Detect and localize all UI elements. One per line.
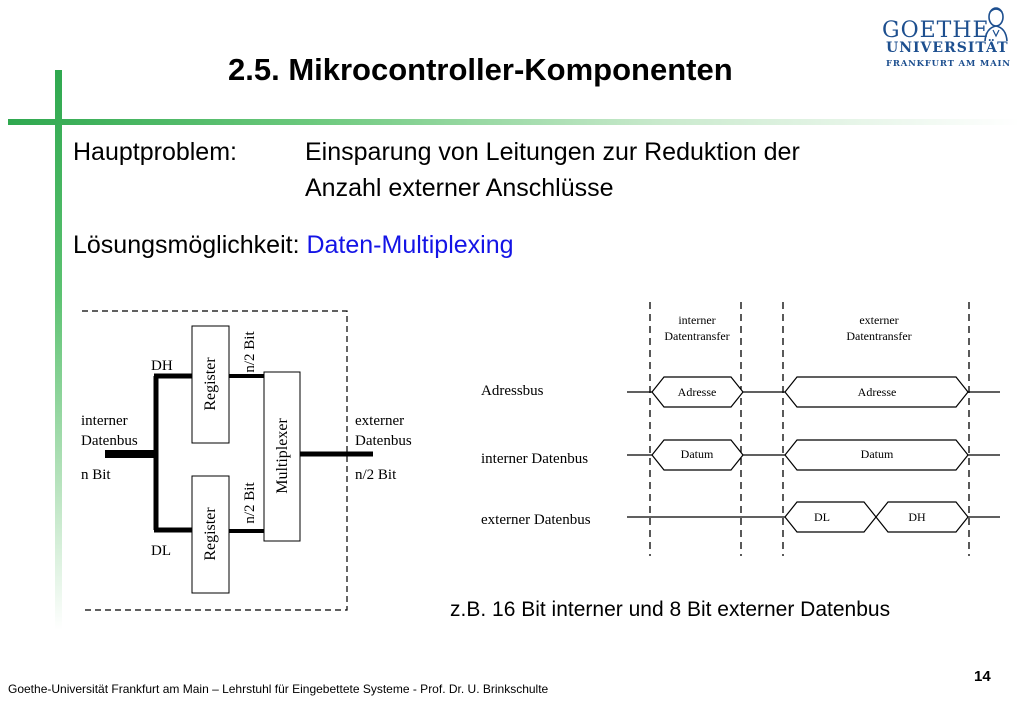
green-vertical-bar — [55, 70, 62, 630]
external-bus-label-1: externer — [355, 413, 404, 429]
row-internal-label: interner Datenbus — [481, 451, 588, 467]
phase-external-label-1: externer — [859, 313, 898, 327]
solution-line: Lösungsmöglichkeit: Daten-Multiplexing — [73, 231, 514, 260]
dl-label: DL — [151, 543, 171, 559]
logo-line-2: UNIVERSITÄT — [886, 40, 1009, 56]
phase-external-label-2: Datentransfer — [846, 329, 911, 343]
phase-internal-label-1: interner — [678, 313, 715, 327]
register-low — [191, 475, 230, 594]
dh-text: DH — [908, 510, 926, 524]
n-half-bit-label-top: n/2 Bit — [242, 331, 258, 373]
n-half-bit-label-bottom: n/2 Bit — [242, 482, 258, 524]
footer-text: Goethe-Universität Frankfurt am Main – L… — [8, 682, 549, 696]
university-logo: GOETHE UNIVERSITÄT FRANKFURT AM MAIN — [882, 6, 1012, 74]
internal-bus-label-2: Datenbus — [81, 433, 138, 449]
timing-diagram: interner Datentransfer externer Datentra… — [481, 302, 1000, 556]
external-bus-label-2: Datenbus — [355, 433, 412, 449]
multiplexer-label: Multiplexer — [274, 418, 291, 494]
dl-text: DL — [814, 510, 830, 524]
address-text-external: Adresse — [858, 385, 897, 399]
external-bus-width: n/2 Bit — [355, 467, 397, 483]
row-address-label: Adressbus — [481, 383, 544, 399]
phase-internal-label-2: Datentransfer — [664, 329, 729, 343]
logo-line-1: GOETHE — [882, 18, 990, 43]
datum-text-external: Datum — [861, 447, 894, 461]
slide-title: 2.5. Mikrocontroller-Komponenten — [228, 52, 733, 87]
row-external-label: externer Datenbus — [481, 512, 591, 528]
logo-line-3: FRANKFURT AM MAIN — [886, 59, 1011, 69]
problem-label: Hauptproblem: — [73, 138, 237, 166]
example-note: z.B. 16 Bit interner und 8 Bit externer … — [450, 598, 891, 621]
solution-label: Lösungsmöglichkeit: — [73, 231, 300, 259]
register-low-label: Register — [202, 507, 219, 561]
system-boundary — [82, 310, 348, 611]
problem-text-line-1: Einsparung von Leitungen zur Reduktion d… — [305, 138, 800, 166]
goethe-portrait-icon — [984, 7, 1008, 42]
datum-text-internal: Datum — [681, 447, 714, 461]
dh-label: DH — [151, 358, 173, 374]
solution-value: Daten-Multiplexing — [306, 231, 514, 259]
problem-text-line-2: Anzahl externer Anschlüsse — [305, 174, 614, 202]
internal-bus-label-1: interner — [81, 413, 128, 429]
address-text-internal: Adresse — [678, 385, 717, 399]
register-high — [191, 325, 230, 444]
dl-cell — [784, 501, 877, 533]
register-high-label: Register — [202, 357, 219, 411]
internal-bus-width: n Bit — [81, 467, 111, 483]
multiplexer-block — [263, 371, 301, 542]
page-number: 14 — [974, 668, 991, 685]
block-diagram: Register Register Multiplexer n/2 Bit n/… — [81, 310, 412, 611]
green-horizontal-bar — [8, 119, 1020, 125]
